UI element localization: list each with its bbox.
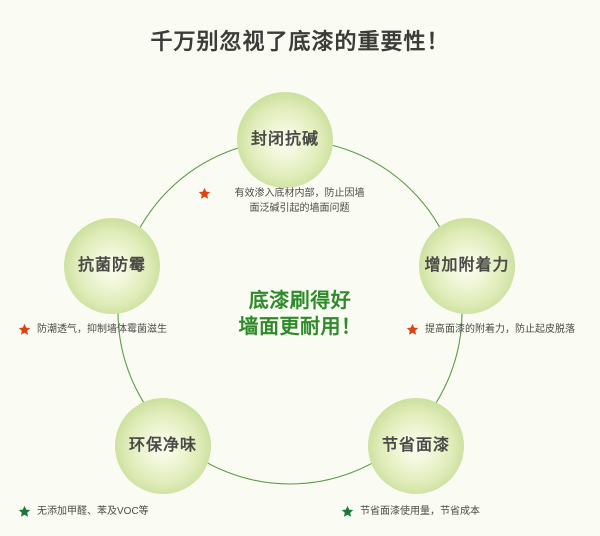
star-icon-green [341,505,354,517]
node-circle-top[interactable]: 封闭抗碱 [237,92,333,188]
caption-text-left: 防潮透气，抑制墙体霉菌滋生 [37,324,167,335]
caption-bottom-left: 无添加甲醛、苯及VOC等 [18,504,233,519]
center-slogan-line1: 底漆刷得好 [248,290,352,312]
node-label-bottom-right: 节省面漆 [381,437,450,454]
center-slogan: 底漆刷得好 墙面更耐用！ [210,288,390,341]
page-title: 千万别忽视了底漆的重要性！ [150,29,450,54]
caption-left: 防潮透气，抑制墙体霉菌滋生 [18,322,223,337]
caption-right: 提高面漆的附着力，防止起皮脱落 [406,322,600,337]
caption-top: 有效渗入底材内部，防止因墙 面泛碱引起的墙面问题 [198,186,388,216]
node-label-bottom-left: 环保净味 [128,437,197,454]
caption-text-bottom-left: 无添加甲醛、苯及VOC等 [37,506,149,517]
star-icon-red [406,323,419,335]
caption-bottom-right: 节省面漆使用量，节省成本 [341,504,551,519]
node-circle-bottom-right[interactable]: 节省面漆 [368,398,464,494]
center-slogan-line2: 墙面更耐用！ [238,316,362,339]
node-label-left: 抗菌防霉 [77,257,146,274]
caption-text-top: 有效渗入底材内部，防止因墙 面泛碱引起的墙面问题 [234,188,365,214]
node-label-right: 增加附着力 [424,257,510,274]
node-circle-right[interactable]: 增加附着力 [419,218,515,314]
caption-text-right: 提高面漆的附着力，防止起皮脱落 [425,324,575,335]
node-circle-left[interactable]: 抗菌防霉 [64,218,160,314]
caption-text-bottom-right: 节省面漆使用量，节省成本 [360,506,480,517]
star-icon-green [18,505,31,517]
star-icon-red [18,323,31,335]
node-label-top: 封闭抗碱 [250,131,319,148]
star-icon-red [198,187,211,199]
node-circle-bottom-left[interactable]: 环保净味 [115,398,211,494]
